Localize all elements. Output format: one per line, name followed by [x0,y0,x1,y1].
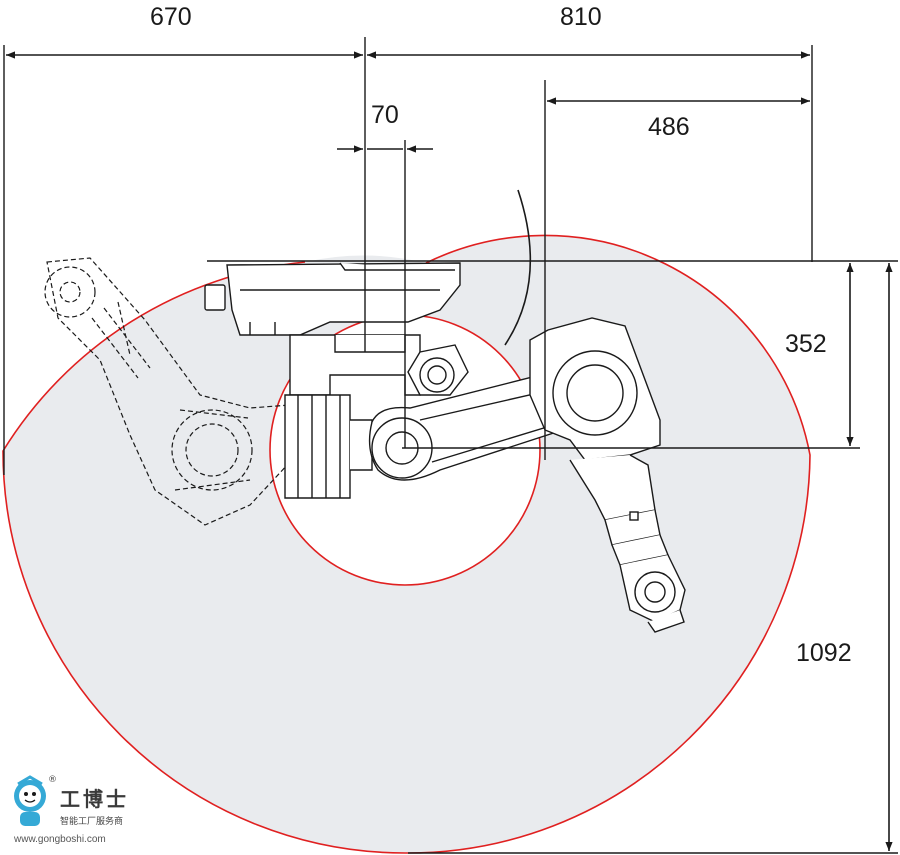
watermark-tagline: 智能工厂服务商 [60,815,123,827]
axis-motor [407,344,469,396]
extension-lines [3,37,898,854]
dimension-lines [6,51,893,851]
watermark-url: www.gongboshi.com [13,834,106,845]
dim-label-486: 486 [648,113,690,141]
watermark-registered: ® [48,775,57,785]
robot-base-plate [204,262,461,336]
reach-outer-boundary [2,261,406,854]
dim-label-670: 670 [150,3,192,31]
mascot-icon [14,775,46,826]
dim-label-810: 810 [560,3,602,31]
dim-label-352: 352 [785,330,827,358]
alternate-arm-position [44,257,291,526]
dim-label-70: 70 [371,101,399,129]
axis-travel-arc [504,189,532,346]
robot-upper-arm [529,317,686,633]
reach-upper-boundary [404,234,811,854]
dim-label-1092: 1092 [796,639,852,667]
watermark-logo: ® 工博士 智能工厂服务商 www.gongboshi.com [13,775,129,845]
watermark-brand: 工博士 [60,787,129,811]
